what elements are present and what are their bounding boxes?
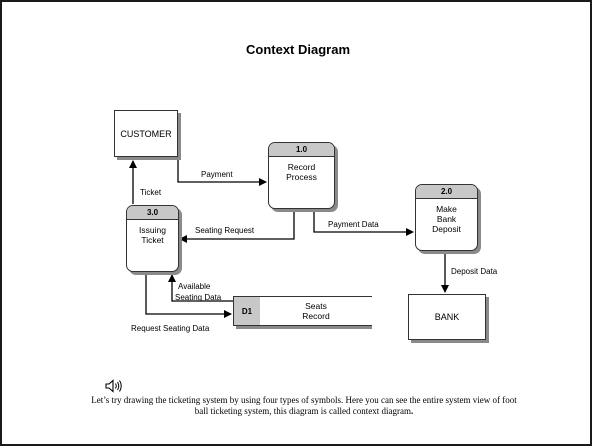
store-id: D1 xyxy=(233,296,260,326)
flow-label-payment-data: Payment Data xyxy=(328,220,379,229)
process-record-id: 1.0 xyxy=(269,143,334,157)
slide-title: Context Diagram xyxy=(245,42,351,57)
flow-label-deposit-data: Deposit Data xyxy=(451,267,498,276)
caption-text: Let’s try drawing the ticketing system b… xyxy=(91,395,517,416)
store-seats-record[interactable]: Seats Record xyxy=(260,296,372,326)
process-deposit-name: Make Bank Deposit xyxy=(432,204,461,234)
flow-label-available: Available xyxy=(178,282,211,291)
process-bank-deposit[interactable]: 2.0 Make Bank Deposit xyxy=(415,184,478,251)
flow-label-seating-request: Seating Request xyxy=(195,226,255,235)
flow-label-request-seating: Request Seating Data xyxy=(131,324,210,333)
caption: Let’s try drawing the ticketing system b… xyxy=(84,395,524,417)
entity-customer[interactable]: CUSTOMER xyxy=(114,110,178,157)
process-deposit-id: 2.0 xyxy=(416,185,477,199)
arrow-payment-data xyxy=(313,209,414,236)
process-record[interactable]: 1.0 Record Process xyxy=(268,142,335,209)
process-issue-name: Issuing Ticket xyxy=(139,225,166,245)
flow-label-payment: Payment xyxy=(201,170,233,179)
speaker-icon[interactable] xyxy=(105,379,123,393)
arrow-available-seating xyxy=(168,274,233,302)
arrow-payment xyxy=(177,157,267,186)
flow-label-ticket: Ticket xyxy=(140,188,162,197)
process-record-name: Record Process xyxy=(286,162,317,182)
caption-period: . xyxy=(410,406,414,416)
process-issue-id: 3.0 xyxy=(127,206,178,220)
entity-bank[interactable]: BANK xyxy=(408,294,486,340)
process-issuing-ticket[interactable]: 3.0 Issuing Ticket xyxy=(126,205,179,272)
arrow-request-seating xyxy=(145,271,232,318)
arrow-seating-request xyxy=(179,209,295,243)
flow-label-seating-data: Seating Data xyxy=(175,293,222,302)
